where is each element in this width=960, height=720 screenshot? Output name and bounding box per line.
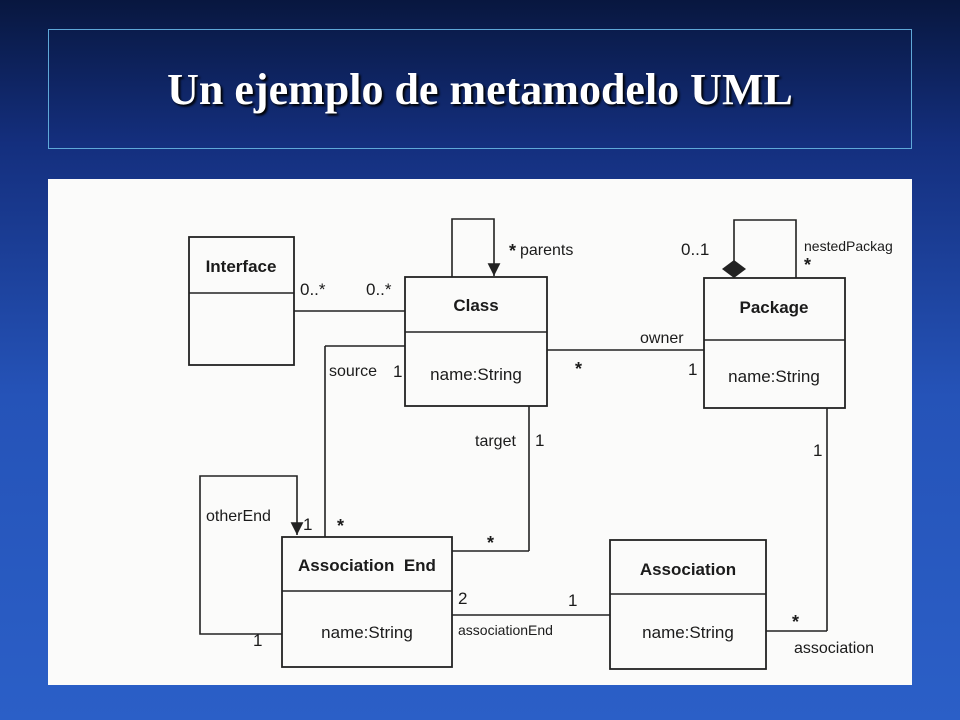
class-association-attribute: name:String [642, 623, 734, 642]
class-package-box [703, 277, 846, 409]
class-package-mult-class: * [575, 359, 582, 379]
class-package: Package name:String [703, 277, 846, 409]
class-interface-name: Interface [206, 257, 277, 276]
assoc-ae-mult: 1 [568, 591, 577, 610]
class-interface-box [188, 236, 295, 366]
owner-role: owner [640, 330, 684, 347]
class-interface: Interface [188, 236, 295, 366]
nested-mult-bottom: * [804, 255, 811, 275]
class-association-name: Association [640, 560, 736, 579]
assoc-package-mult: * [792, 612, 799, 632]
class-class-name: Class [453, 296, 498, 315]
class-class-attribute: name:String [430, 365, 522, 384]
class-association-end-name: Association End [298, 556, 436, 575]
parents-role: parents [520, 242, 573, 259]
other-end-association [199, 475, 304, 635]
slide-title: Un ejemplo de metamodelo UML [167, 64, 793, 114]
class-parents-association [451, 218, 501, 277]
other-end-role: otherEnd [206, 508, 271, 525]
source-mult: 1 [393, 362, 402, 381]
nested-mult-top: 0..1 [681, 240, 709, 259]
target-role: target [475, 433, 516, 450]
uml-diagram: Interface Class name:String Package name… [48, 179, 912, 685]
other-end-mult-top: 1 [303, 515, 312, 534]
class-association-end-attribute: name:String [321, 623, 413, 642]
ae-assoc-mult: 2 [458, 589, 467, 608]
class-class-box [404, 276, 548, 407]
target-mult: 1 [535, 431, 544, 450]
package-nested-association [733, 219, 797, 278]
interface-class-mult-left: 0..* [300, 280, 326, 299]
class-association-end-box [281, 536, 453, 668]
uml-diagram-canvas: Interface Class name:String Package name… [188, 218, 893, 670]
nested-role: nestedPackag [804, 238, 893, 254]
class-package-name: Package [740, 298, 809, 317]
class-package-mult-package: 1 [688, 360, 697, 379]
interface-class-mult-right: 0..* [366, 280, 392, 299]
association-role: association [794, 640, 874, 657]
ae-target-mult: * [487, 533, 494, 553]
class-association-box [609, 539, 767, 670]
parents-mult: * [509, 241, 516, 261]
ae-source-mult: * [337, 516, 344, 536]
class-association-end: Association End name:String [281, 536, 453, 668]
class-class: Class name:String [404, 276, 548, 407]
other-end-mult-bottom: 1 [253, 631, 262, 650]
class-association: Association name:String [609, 539, 767, 670]
package-assoc-mult: 1 [813, 441, 822, 460]
title-box: Un ejemplo de metamodelo UML [48, 29, 912, 149]
composition-diamond-icon [722, 260, 746, 278]
class-package-attribute: name:String [728, 367, 820, 386]
association-end-role: associationEnd [458, 622, 553, 638]
source-role: source [329, 363, 377, 380]
